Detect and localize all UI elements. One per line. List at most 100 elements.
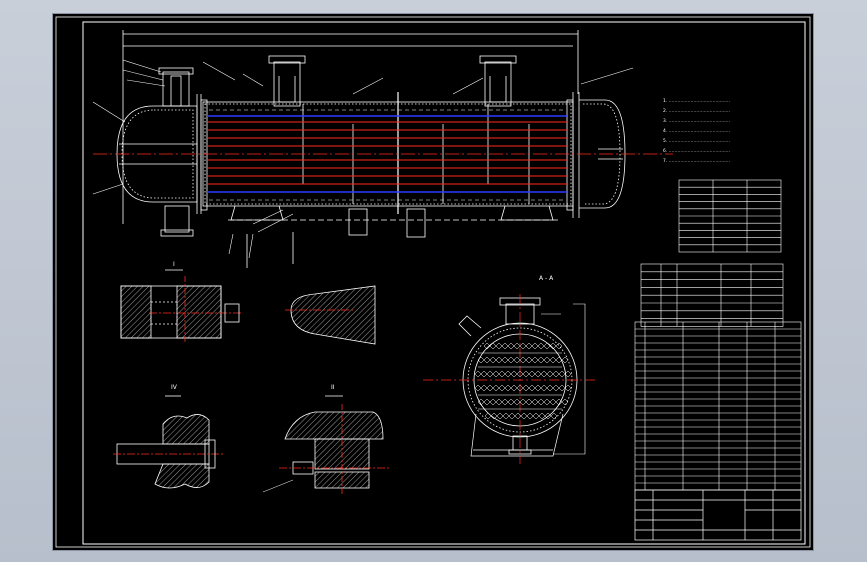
section-tube: [552, 370, 560, 378]
note-line: 6. ……………………………………: [663, 148, 730, 154]
section-tube: [532, 412, 540, 420]
section-tube: [507, 398, 515, 406]
note-line: 7. ……………………………………: [663, 158, 730, 164]
section-tube: [540, 370, 548, 378]
section-tube: [564, 384, 572, 392]
section-tube: [513, 398, 521, 406]
outer-border: [55, 16, 811, 548]
section-tube: [489, 356, 497, 364]
section-tube: [525, 356, 533, 364]
section-tube: [519, 398, 527, 406]
detail-nozzle-weld: IV: [113, 384, 223, 489]
section-tube: [513, 342, 521, 350]
section-tube: [564, 370, 572, 378]
section-tube: [507, 342, 515, 350]
section-tube: [546, 384, 554, 392]
section-tube: [492, 370, 500, 378]
section-tube: [480, 370, 488, 378]
section-tube: [558, 384, 566, 392]
note-line: 2. ……………………………………: [663, 108, 730, 114]
section-tube: [498, 370, 506, 378]
section-tube: [508, 412, 516, 420]
section-tube: [561, 398, 569, 406]
section-tube: [531, 356, 539, 364]
section-tube: [520, 412, 528, 420]
section-tube: [513, 356, 521, 364]
section-tube: [501, 342, 509, 350]
detail4-label: II: [331, 384, 335, 391]
section-tube: [501, 356, 509, 364]
detail-bolted-stud: II: [262, 384, 389, 494]
section-tube: [528, 384, 536, 392]
section-tube: [501, 398, 509, 406]
section-tube: [504, 370, 512, 378]
section-tube: [504, 384, 512, 392]
section-tube: [537, 356, 545, 364]
detail-flange-joint: I: [120, 261, 243, 344]
section-tube: [543, 356, 551, 364]
section-tube: [495, 398, 503, 406]
section-tube: [483, 356, 491, 364]
detail1-label: I: [173, 261, 175, 268]
section-tube: [489, 398, 497, 406]
section-tube: [537, 342, 545, 350]
section-tube: [561, 356, 569, 364]
section-aa-label: A - A: [539, 275, 554, 282]
note-line: 5. ……………………………………: [663, 138, 730, 144]
section-tube: [525, 398, 533, 406]
section-tube: [495, 356, 503, 364]
title-block: [634, 489, 802, 541]
section-tube: [525, 342, 533, 350]
drawing-tables: [634, 179, 802, 491]
main-elevation-view: [92, 30, 634, 268]
section-tube: [534, 384, 542, 392]
section-tube: [555, 342, 563, 350]
section-tube: [507, 356, 515, 364]
section-tube: [480, 384, 488, 392]
section-tube: [498, 384, 506, 392]
section-tube: [474, 384, 482, 392]
detail3-label: IV: [171, 384, 178, 391]
note-line: 1. ……………………………………: [663, 98, 730, 104]
note-line: 4. ……………………………………: [663, 128, 730, 134]
section-tube: [528, 370, 536, 378]
section-tube: [543, 398, 551, 406]
section-a-a: A - A: [458, 275, 586, 457]
tube-bundle: [207, 109, 567, 201]
section-tube: [502, 412, 510, 420]
section-tube: [486, 370, 494, 378]
section-tube: [519, 342, 527, 350]
section-tube: [495, 342, 503, 350]
technical-notes: 1. …………………………………… 2. …………………………………… 3. ……: [663, 98, 730, 164]
section-tube: [492, 384, 500, 392]
section-tube-layout: [474, 342, 572, 420]
section-tube: [540, 384, 548, 392]
note-line: 3. ……………………………………: [663, 118, 730, 124]
section-tube: [474, 370, 482, 378]
section-tube: [552, 384, 560, 392]
section-tube: [531, 398, 539, 406]
section-tube: [546, 370, 554, 378]
section-tube: [538, 412, 546, 420]
section-tube: [496, 412, 504, 420]
section-tube: [526, 412, 534, 420]
section-tube: [549, 398, 557, 406]
section-tube: [519, 356, 527, 364]
section-tube: [549, 356, 557, 364]
drawing-sheet[interactable]: I IV: [53, 14, 813, 550]
inner-border: [82, 21, 806, 545]
section-tube: [550, 412, 558, 420]
engineering-drawing: I IV: [55, 16, 811, 548]
section-tube: [537, 398, 545, 406]
section-tube: [522, 384, 530, 392]
section-tube: [558, 370, 566, 378]
section-tube: [531, 342, 539, 350]
section-tube: [534, 370, 542, 378]
section-tube: [510, 370, 518, 378]
section-tube: [484, 412, 492, 420]
detail-weld-bevel: [285, 285, 376, 345]
section-tube: [510, 384, 518, 392]
section-tube: [522, 370, 530, 378]
section-tube: [486, 384, 494, 392]
